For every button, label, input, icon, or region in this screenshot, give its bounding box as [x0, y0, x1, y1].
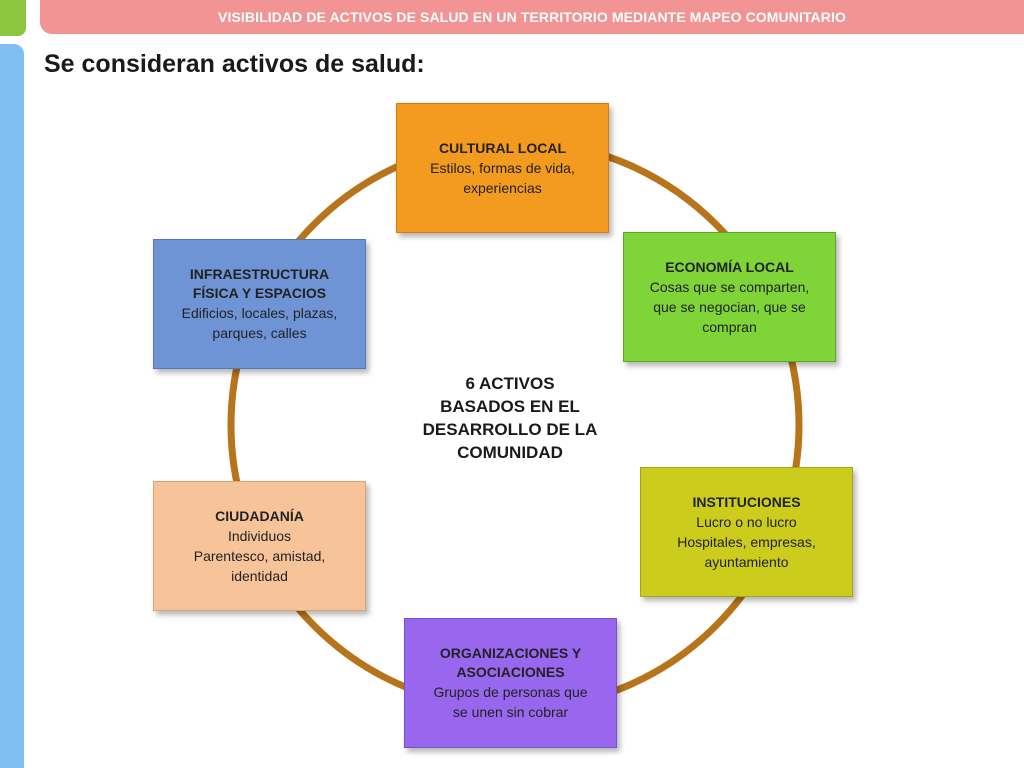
center-label: 6 ACTIVOS BASADOS EN EL DESARROLLO DE LA… — [385, 372, 635, 464]
asset-description-line: Estilos, formas de vida, — [430, 159, 575, 176]
asset-description-line: Parentesco, amistad, — [193, 547, 326, 564]
center-label-line: BASADOS EN EL — [440, 397, 580, 416]
asset-box-ciudadania: CIUDADANÍA Individuos Parentesco, amista… — [153, 481, 366, 611]
asset-description-line: Edificios, locales, plazas, — [181, 305, 338, 321]
asset-box-instituciones: INSTITUCIONES Lucro o no lucro Hospitale… — [640, 467, 853, 597]
asset-box-infraestructura: INFRAESTRUCTURA FÍSICA Y ESPACIOS Edific… — [153, 239, 366, 369]
asset-title: ECONOMÍA LOCAL — [665, 258, 794, 275]
asset-description-line: Lucro o no lucro — [696, 513, 797, 530]
page-title: Se consideran activos de salud: — [44, 50, 425, 78]
asset-title: FÍSICA Y ESPACIOS — [192, 285, 327, 301]
asset-description-line: Grupos de personas que — [433, 684, 588, 700]
asset-description-line: ayuntamiento — [704, 553, 789, 570]
asset-title: CIUDADANÍA — [215, 507, 304, 524]
decorative-side-bar-blue — [0, 44, 24, 768]
asset-description-line: parques, calles — [212, 325, 307, 341]
asset-description-line: que se negocian, que se — [653, 298, 806, 315]
asset-title: ASOCIACIONES — [456, 664, 565, 680]
asset-box-organizaciones: ORGANIZACIONES Y ASOCIACIONES Grupos de … — [404, 618, 617, 748]
header-banner: VISIBILIDAD DE ACTIVOS DE SALUD EN UN TE… — [40, 0, 1024, 34]
asset-title: INFRAESTRUCTURA — [189, 266, 330, 282]
asset-description-line: Cosas que se comparten, — [649, 278, 810, 295]
asset-title: CULTURAL LOCAL — [438, 139, 567, 156]
asset-box-cultural-local: CULTURAL LOCAL Estilos, formas de vida, … — [396, 103, 609, 233]
center-label-line: 6 ACTIVOS — [465, 374, 555, 393]
asset-description-line: Hospitales, empresas, — [677, 533, 816, 550]
asset-description-line: identidad — [231, 567, 288, 584]
asset-description-line: compran — [702, 318, 757, 335]
decorative-side-bar-green — [0, 0, 26, 36]
center-label-line: DESARROLLO DE LA — [422, 420, 598, 439]
asset-title: INSTITUCIONES — [692, 493, 801, 510]
asset-title: ORGANIZACIONES Y — [439, 645, 582, 661]
asset-description-line: experiencias — [463, 179, 542, 196]
center-label-line: COMUNIDAD — [457, 443, 563, 462]
asset-description-line: se unen sin cobrar — [452, 704, 569, 720]
asset-box-economia-local: ECONOMÍA LOCAL Cosas que se comparten, q… — [623, 232, 836, 362]
header-title: VISIBILIDAD DE ACTIVOS DE SALUD EN UN TE… — [218, 9, 846, 25]
asset-description-line: Individuos — [227, 527, 292, 544]
